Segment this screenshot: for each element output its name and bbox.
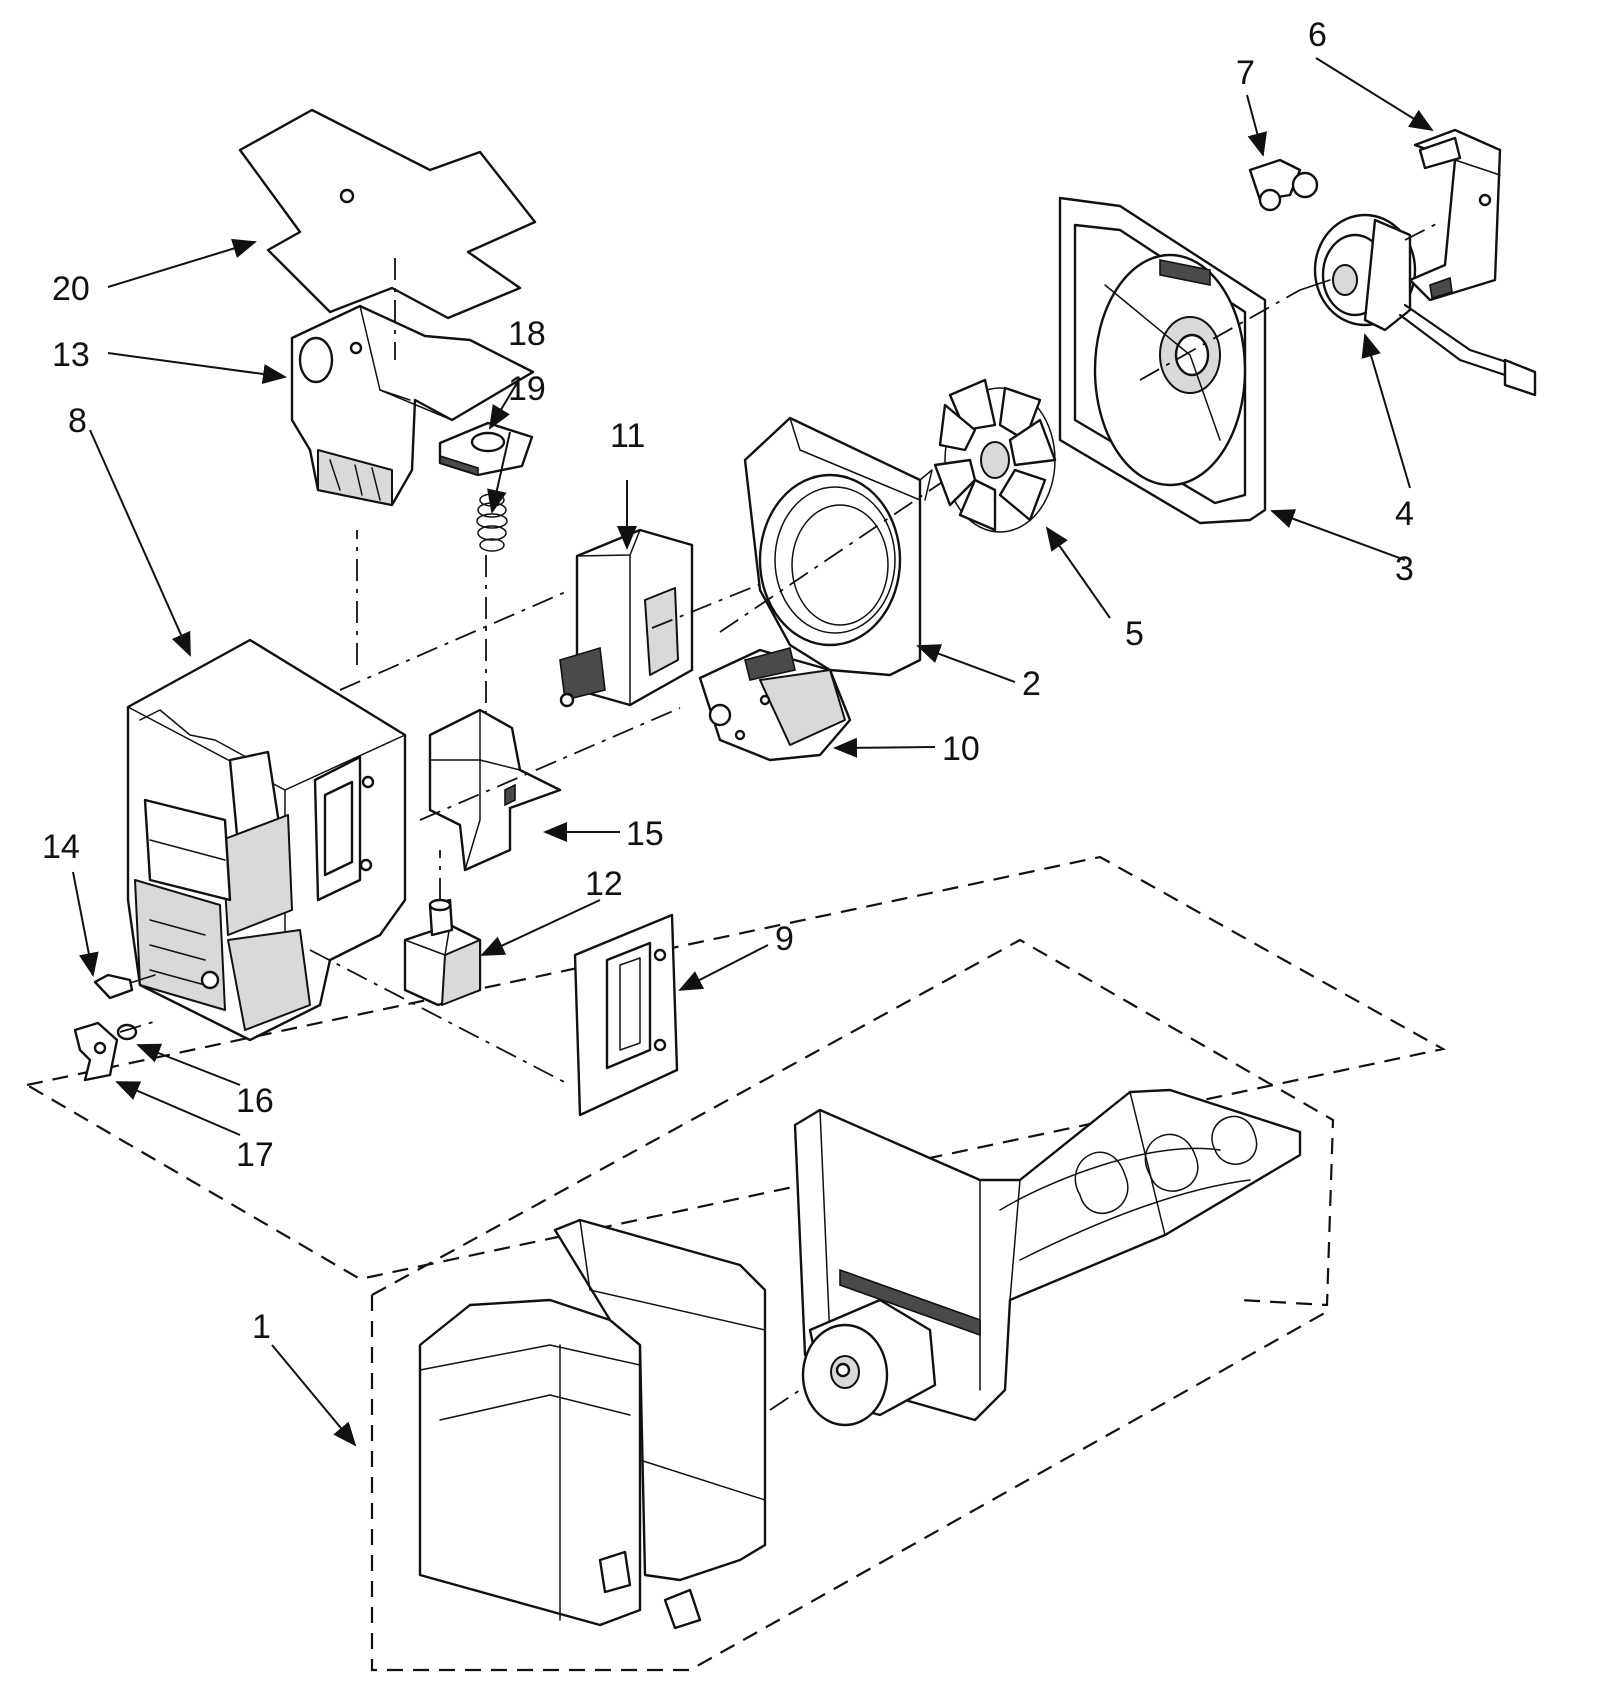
callout-16: 16 — [236, 1082, 274, 1120]
part-7-grommet — [1248, 158, 1319, 212]
callout-1: 1 — [252, 1308, 271, 1346]
part-19-spring — [476, 493, 508, 552]
part-12-solenoid — [403, 850, 482, 1007]
part-11-switch-housing — [559, 528, 694, 708]
callout-6: 6 — [1308, 16, 1327, 54]
part-8-dispenser-housing — [126, 638, 407, 1042]
part-15-bracket — [428, 708, 562, 872]
part-6-motor-bracket — [1408, 128, 1502, 302]
part-2-fan-shroud — [743, 416, 933, 677]
callout-12: 12 — [585, 865, 623, 903]
callout-14: 14 — [42, 828, 80, 866]
ice-bin-assembly-boundary — [23, 855, 1447, 1672]
callout-19: 19 — [508, 370, 546, 408]
callout-8: 8 — [68, 402, 87, 440]
callout-9: 9 — [775, 920, 794, 958]
callout-10: 10 — [942, 730, 980, 768]
part-20-insulation-sheet — [238, 108, 537, 320]
callout-4: 4 — [1395, 495, 1414, 533]
callout-2: 2 — [1022, 665, 1041, 703]
part-4-fan-motor — [1299, 213, 1537, 397]
callout-15: 15 — [626, 815, 664, 853]
callout-leaders — [72, 57, 1434, 1447]
callout-5: 5 — [1125, 615, 1144, 653]
callout-18: 18 — [508, 315, 546, 353]
callout-3: 3 — [1395, 550, 1414, 588]
callout-13: 13 — [52, 336, 90, 374]
part-18-cap — [438, 421, 534, 477]
part-5-fan-blade — [933, 378, 1057, 533]
part-14-screw — [93, 973, 156, 1000]
part-17-clip — [73, 1021, 119, 1082]
part-9-panel — [573, 913, 679, 1117]
callout-20: 20 — [52, 270, 90, 308]
callout-7: 7 — [1236, 54, 1255, 92]
callout-17: 17 — [236, 1136, 274, 1174]
callout-11: 11 — [610, 417, 645, 455]
part-1-ice-bin-assembly — [418, 1088, 1302, 1630]
part-10-motor — [698, 647, 852, 762]
part-13-duct — [290, 304, 535, 507]
callout-labels: 20 13 8 18 19 11 2 10 15 12 9 5 3 4 6 7 … — [42, 16, 1414, 1346]
part-3-fan-housing — [1058, 196, 1267, 525]
